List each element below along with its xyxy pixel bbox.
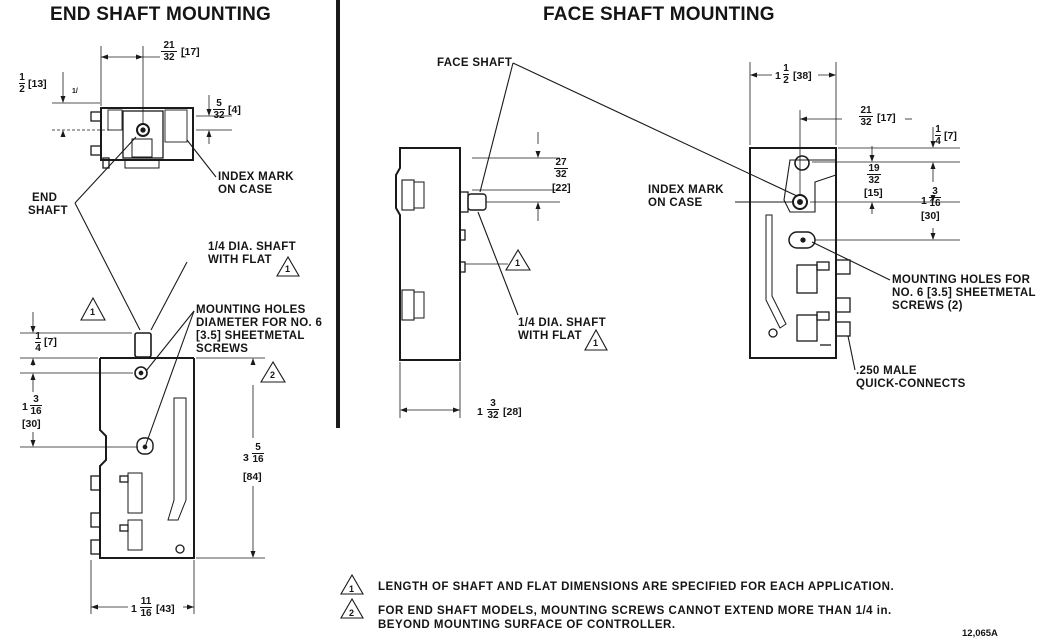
end-index-mark-label-2: ON CASE xyxy=(218,184,273,196)
dim-face-width-whole: 1 xyxy=(775,70,781,82)
dim-end-hole-spacing-mm: [30] xyxy=(22,418,41,430)
end-front-view xyxy=(20,312,265,614)
dim-end-height-whole: 3 xyxy=(243,452,249,464)
face-holes-label-1: MOUNTING HOLES FOR xyxy=(892,274,1031,286)
face-index-mark-label-2: ON CASE xyxy=(648,197,703,209)
flag-1-face-dia: 1 xyxy=(593,338,599,348)
figure-id: 12,065A xyxy=(962,628,998,639)
flag-2-end: 2 xyxy=(270,370,276,380)
note-2-text: FOR END SHAFT MODELS, MOUNTING SCREWS CA… xyxy=(378,605,892,617)
dim-face-shaft-pos-mm: [22] xyxy=(552,182,571,194)
flag-1-end-shaft: 1 xyxy=(90,307,96,317)
end-holes-label-3: [3.5] SHEETMETAL xyxy=(196,330,305,342)
dim-end-5-32-mm: [4] xyxy=(228,104,241,116)
note-2-number: 2 xyxy=(349,608,355,618)
face-holes-label-2: NO. 6 [3.5] SHEETMETAL xyxy=(892,287,1036,299)
end-holes-label-1: MOUNTING HOLES xyxy=(196,304,306,316)
end-index-mark-label-1: INDEX MARK xyxy=(218,171,294,183)
dim-end-shaft-len-mm: [7] xyxy=(44,336,57,348)
face-connects-label-2: QUICK-CONNECTS xyxy=(856,378,966,390)
end-shaft-label-2: SHAFT xyxy=(28,205,68,217)
end-top-view xyxy=(52,46,232,178)
dim-face-hole-a-mm: [15] xyxy=(864,187,883,199)
note-2-text-line-2: BEYOND MOUNTING SURFACE OF CONTROLLER. xyxy=(378,619,676,631)
note-1-text: LENGTH OF SHAFT AND FLAT DIMENSIONS ARE … xyxy=(378,581,895,593)
dim-end-hole-whole: 1 xyxy=(22,401,28,413)
end-shaft-dia-label-2: WITH FLAT xyxy=(208,254,272,266)
dim-end-top-width-mm: [17] xyxy=(181,46,200,58)
end-shaft-dia-label-1: 1/4 DIA. SHAFT xyxy=(208,241,296,253)
end-holes-label-4: SCREWS xyxy=(196,343,249,355)
dim-face-hole-b-mm: [30] xyxy=(921,210,940,222)
note-1-number: 1 xyxy=(349,584,355,594)
face-index-mark-label-1: INDEX MARK xyxy=(648,184,724,196)
dim-face-shaft-len-mm: [7] xyxy=(944,130,957,142)
face-connects-label-1: .250 MALE xyxy=(856,365,917,377)
dim-end-top-height-mm: [13] xyxy=(28,78,47,90)
face-shaft-label: FACE SHAFT xyxy=(437,57,513,69)
flag-1-face: 1 xyxy=(515,258,521,268)
dim-end-width-whole: 1 xyxy=(131,603,137,615)
small-mark: 1/ xyxy=(72,88,78,95)
face-shaft-dia-label-1: 1/4 DIA. SHAFT xyxy=(518,317,606,329)
dim-face-hole-b-whole: 1 xyxy=(921,195,927,207)
dim-face-offset-mm: [17] xyxy=(877,112,896,124)
end-holes-label-2: DIAMETER FOR NO. 6 xyxy=(196,317,323,329)
flag-1-end-dia: 1 xyxy=(285,264,291,274)
dim-face-depth-mm: [28] xyxy=(503,406,522,418)
face-shaft-dia-label-2: WITH FLAT xyxy=(518,330,582,342)
face-holes-label-3: SCREWS (2) xyxy=(892,300,963,312)
end-shaft-label-1: END xyxy=(32,192,58,204)
dim-end-width-mm: [43] xyxy=(156,603,175,615)
dim-end-height-mm: [84] xyxy=(243,471,262,483)
end-shaft-title: END SHAFT MOUNTING xyxy=(50,4,272,25)
face-shaft-title: FACE SHAFT MOUNTING xyxy=(543,4,775,25)
dim-face-depth-whole: 1 xyxy=(477,406,483,418)
face-side-view xyxy=(395,132,560,418)
dim-face-width-mm: [38] xyxy=(793,70,812,82)
